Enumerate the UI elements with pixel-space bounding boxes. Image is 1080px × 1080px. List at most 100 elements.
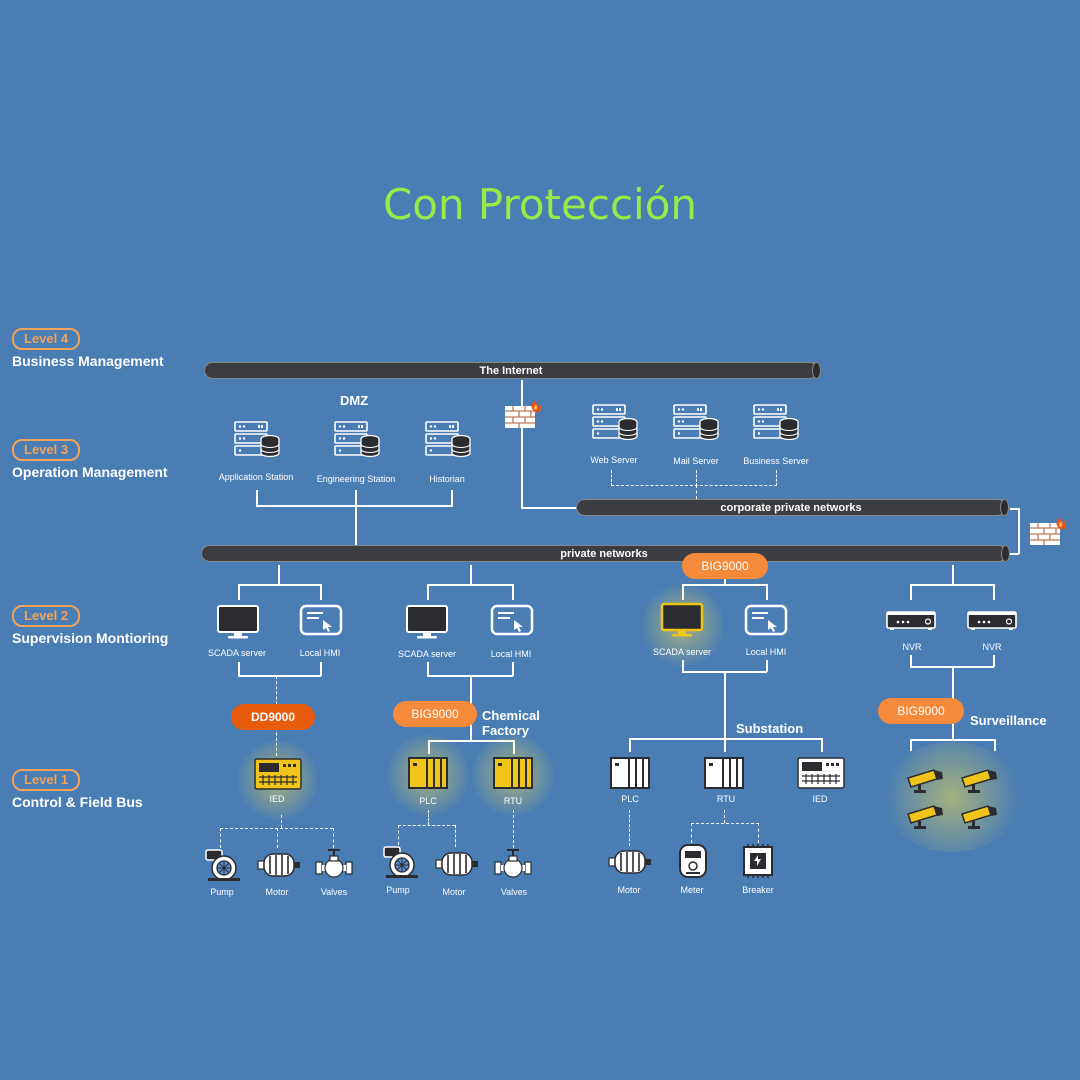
connector-line — [427, 662, 429, 676]
server-label: Web Server — [590, 455, 638, 465]
valves-label: Valves — [320, 887, 348, 897]
connector-dash — [220, 828, 221, 848]
big9000-badge: BIG9000 — [878, 698, 964, 724]
motor-icon — [434, 849, 480, 879]
level-name: Supervision Montioring — [12, 630, 169, 646]
level-badge: Level 1 — [12, 769, 81, 791]
nvr-icon — [967, 609, 1017, 633]
surveillance-label: Surveillance — [970, 713, 1047, 728]
connector-dash — [428, 810, 429, 825]
motor-label: Motor — [617, 885, 641, 895]
ied-label: IED — [812, 794, 828, 804]
substation-label: Substation — [736, 721, 804, 736]
server-label: Mail Server — [673, 456, 719, 466]
connector-dash — [455, 825, 456, 847]
connector-dash — [629, 810, 630, 846]
connector-line — [238, 675, 321, 677]
page-title: Con Protección — [382, 180, 698, 229]
dd9000-badge: DD9000 — [231, 704, 315, 730]
pump-icon — [204, 848, 244, 882]
nvr-icon — [886, 609, 936, 633]
monitor-icon — [660, 602, 704, 638]
scada-label: SCADA server — [207, 648, 267, 658]
connector-dash — [398, 825, 399, 845]
level-badge: Level 4 — [12, 328, 81, 350]
motor-icon — [256, 850, 302, 880]
ied-icon — [254, 758, 302, 790]
connector-line — [910, 584, 994, 586]
connector-line — [994, 739, 996, 751]
connector-line — [256, 505, 453, 507]
pump-label: Pump — [386, 885, 410, 895]
connector-line — [682, 660, 684, 672]
pump-label: Pump — [210, 887, 234, 897]
plc-label: PLC — [419, 796, 437, 806]
server-icon — [234, 420, 280, 460]
connector-line — [427, 584, 429, 600]
camera-icon — [904, 766, 946, 794]
rtu-icon — [703, 756, 745, 790]
hmi-icon — [490, 604, 534, 640]
nvr-label: NVR — [902, 642, 922, 652]
level-3: Level 3 Operation Management — [12, 439, 168, 480]
connector-line — [512, 584, 514, 600]
server-icon — [753, 403, 799, 443]
connector-dash — [333, 828, 334, 848]
valve-icon — [314, 846, 354, 882]
motor-icon — [607, 847, 653, 877]
connector-dash — [398, 825, 455, 826]
server-icon — [673, 403, 719, 443]
corporate-network-bus: corporate private networks — [576, 499, 1009, 516]
connector-line — [256, 490, 258, 506]
hmi-label: Local HMI — [490, 649, 532, 659]
breaker-icon — [740, 843, 776, 879]
connector-dash — [776, 470, 777, 486]
connector-line — [451, 490, 453, 506]
connector-line — [1018, 508, 1020, 554]
connector-line — [993, 655, 995, 667]
connector-line — [952, 565, 954, 585]
connector-line — [910, 584, 912, 600]
level-badge: Level 3 — [12, 439, 81, 461]
connector-line — [1010, 553, 1019, 555]
connector-dash — [691, 823, 759, 824]
pump-icon — [382, 845, 422, 879]
connector-line — [682, 584, 767, 586]
connector-line — [320, 584, 322, 600]
level-name: Control & Field Bus — [12, 794, 143, 810]
connector-line — [238, 584, 240, 600]
connector-line — [355, 490, 357, 506]
internet-bus: The Internet — [204, 362, 821, 379]
connector-line — [766, 660, 768, 672]
connector-line — [355, 505, 357, 545]
server-label: Business Server — [743, 456, 809, 466]
connector-line — [427, 584, 513, 586]
motor-label: Motor — [442, 887, 466, 897]
connector-line — [724, 738, 726, 752]
connector-line — [238, 584, 320, 586]
hmi-icon — [299, 604, 343, 640]
connector-line — [428, 740, 514, 742]
server-icon — [334, 420, 380, 460]
dmz-label: DMZ — [340, 393, 369, 408]
connector-line — [1010, 508, 1018, 510]
connector-line — [470, 565, 472, 585]
connector-dash — [513, 810, 514, 848]
camera-icon — [958, 766, 1000, 794]
level-4: Level 4 Business Management — [12, 328, 164, 369]
connector-line — [278, 565, 280, 585]
hmi-label: Local HMI — [745, 647, 787, 657]
camera-icon — [958, 802, 1000, 830]
rtu-icon — [492, 756, 534, 790]
connector-line — [320, 662, 322, 676]
monitor-icon — [405, 604, 449, 640]
plc-icon — [407, 756, 449, 790]
plc-icon — [609, 756, 651, 790]
connector-line — [993, 584, 995, 600]
server-label: Engineering Station — [316, 474, 396, 484]
firewall-icon — [1028, 511, 1068, 549]
connector-line — [629, 738, 631, 752]
connector-line — [521, 507, 577, 509]
valve-icon — [493, 846, 533, 882]
camera-icon — [904, 802, 946, 830]
